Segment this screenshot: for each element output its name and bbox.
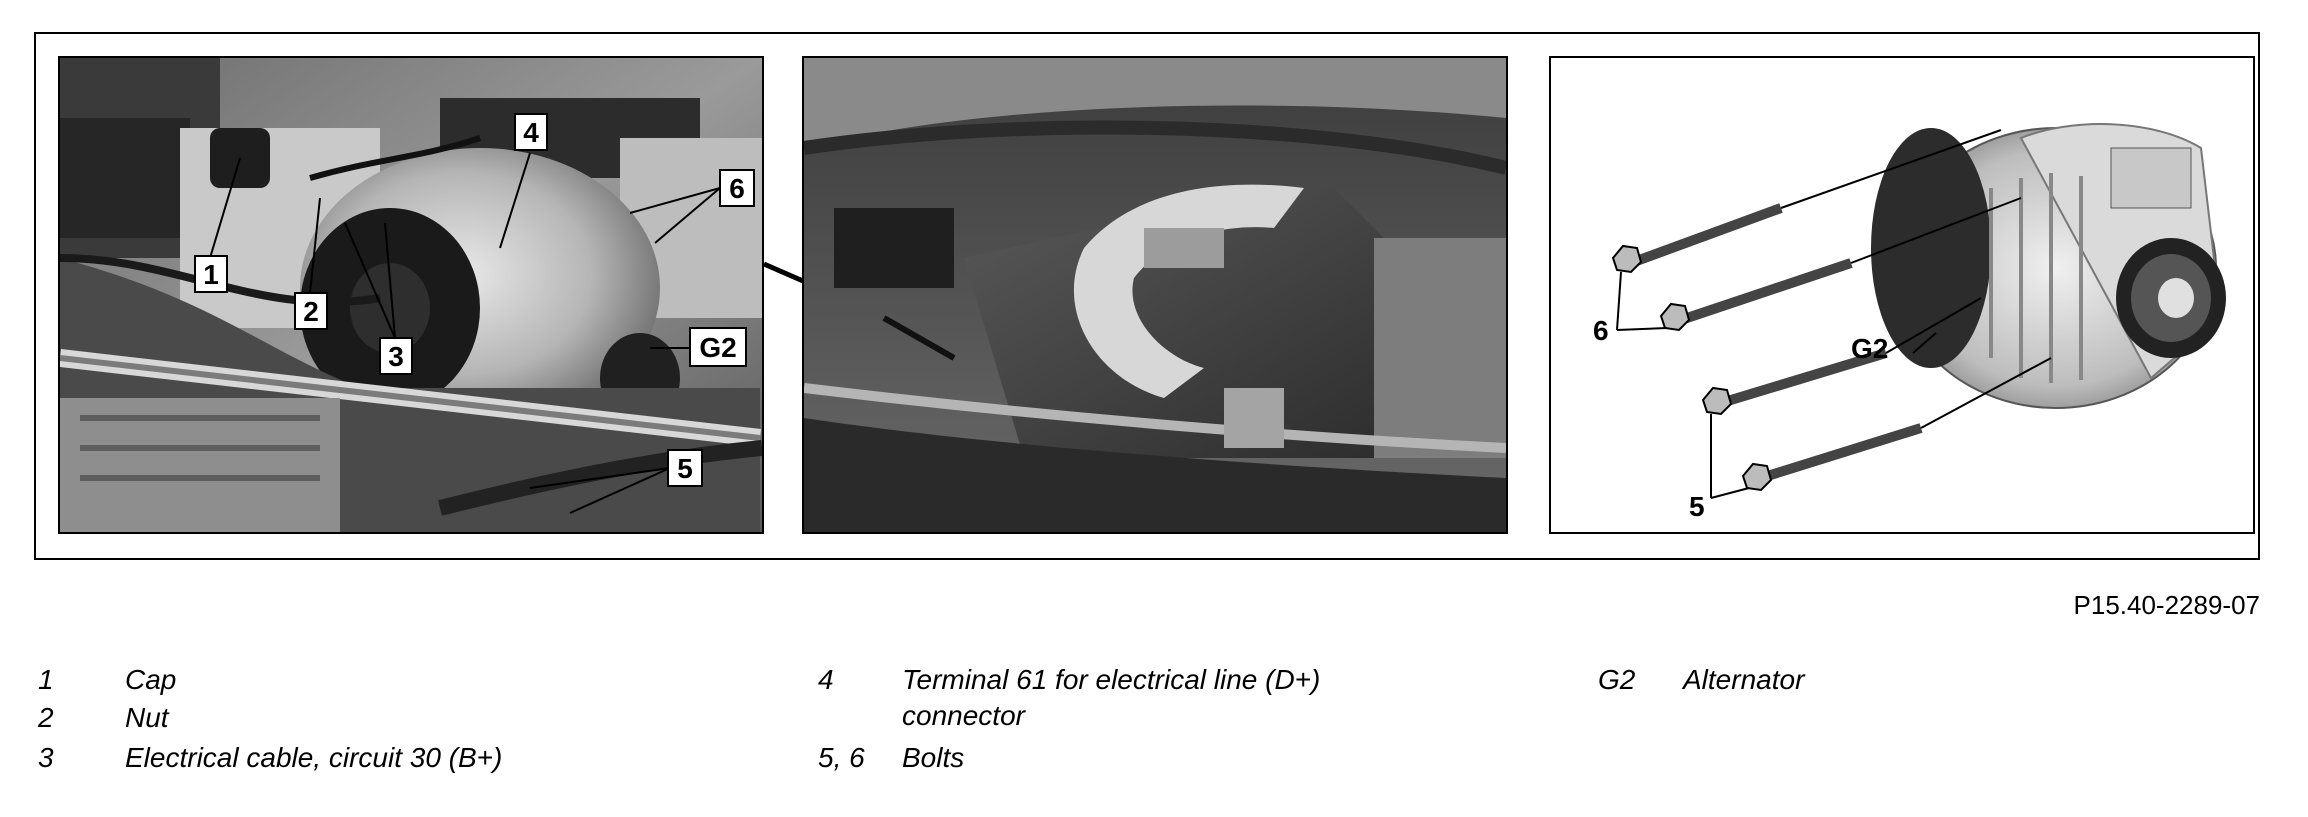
- callout-3: 3: [388, 341, 404, 372]
- callout-6: 6: [729, 173, 745, 204]
- alternator-bolts-drawing: 6 5 G2: [1549, 56, 2255, 534]
- legend-text: Terminal 61 for electrical line (D+): [902, 664, 1321, 695]
- legend-text: Bolts: [902, 742, 965, 773]
- figure-reference-id: P15.40-2289-07: [2073, 590, 2260, 620]
- engine-compartment-photo: [802, 56, 1508, 534]
- callout-5-detail: 5: [1689, 491, 1705, 522]
- legend-text: Nut: [125, 702, 169, 733]
- callout-1: 1: [203, 259, 219, 290]
- callout-4: 4: [523, 117, 539, 148]
- legend-key: 5, 6: [818, 742, 865, 773]
- legend-key: 1: [38, 664, 54, 695]
- figure-frame: 1 2 3 4 6 G2 5: [34, 32, 2260, 560]
- legend-key: 4: [818, 664, 834, 695]
- legend-key: 3: [38, 742, 54, 773]
- legend-text: Electrical cable, circuit 30 (B+): [125, 742, 503, 773]
- legend-text: Alternator: [1683, 664, 1805, 695]
- alternator-installed-photo: 1 2 3 4 6 G2 5: [58, 56, 764, 534]
- legend-text: Cap: [125, 664, 177, 695]
- legend-key: G2: [1598, 664, 1636, 695]
- callout-g2-detail: G2: [1851, 333, 1888, 364]
- legend-text-continued: connector: [902, 700, 1025, 731]
- callout-5: 5: [677, 453, 693, 484]
- callout-6-detail: 6: [1593, 315, 1609, 346]
- callout-g2: G2: [699, 332, 736, 363]
- callout-2: 2: [303, 296, 319, 327]
- legend-key: 2: [38, 702, 54, 733]
